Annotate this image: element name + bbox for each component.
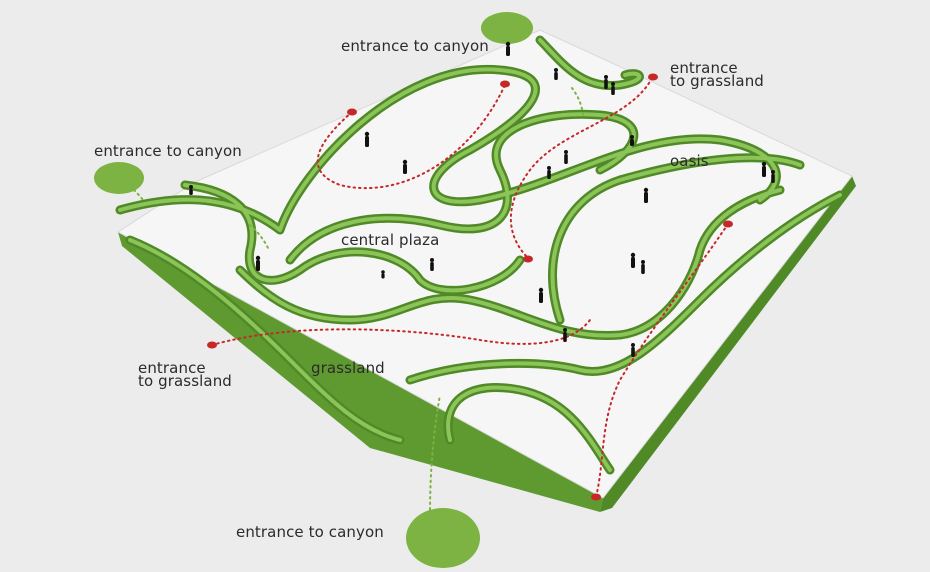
person-figure xyxy=(364,131,370,147)
green-path-2 xyxy=(249,224,269,249)
person-figure xyxy=(402,159,408,174)
person-figure xyxy=(641,260,645,274)
canyon-marker-left xyxy=(94,162,144,194)
red-marker-4 xyxy=(523,255,533,263)
person-figure xyxy=(630,135,634,146)
label-oasis: oasis xyxy=(670,152,709,170)
person-figure xyxy=(255,255,261,271)
person-figure xyxy=(761,161,767,177)
person-figure xyxy=(643,187,649,203)
person-figure xyxy=(554,68,558,80)
label-grassland: grassland xyxy=(311,359,385,377)
platform-base xyxy=(117,29,856,512)
person-figure xyxy=(771,170,775,183)
person-figure xyxy=(430,258,434,271)
person-figure xyxy=(611,82,615,95)
person-figure xyxy=(538,287,544,303)
label-entrance-canyon-left: entrance to canyon xyxy=(94,142,242,160)
person-figure xyxy=(564,150,568,164)
label-entrance-grassland-top: entrance to grassland xyxy=(670,59,764,90)
person-figure xyxy=(547,166,551,179)
red-marker-5 xyxy=(207,341,217,349)
wall-9-top xyxy=(128,238,402,442)
wall-5-top xyxy=(550,155,802,322)
canyon-marker-bottom xyxy=(406,508,480,568)
canyon-marker-top xyxy=(481,12,533,44)
wall-1-top xyxy=(118,67,779,232)
person-figure xyxy=(563,328,567,342)
person-figure xyxy=(505,41,511,56)
person-figure xyxy=(604,75,608,89)
person-figure xyxy=(381,270,385,279)
platform-side-left xyxy=(118,232,603,512)
red-path-1 xyxy=(316,84,506,190)
canyon-markers xyxy=(94,12,533,568)
wall-7-top xyxy=(408,193,842,382)
label-entrance-grassland-left: entrance to grassland xyxy=(138,359,232,390)
label-entrance-canyon-bottom: entrance to canyon xyxy=(236,523,384,541)
platform-side-right xyxy=(600,176,856,512)
wall-8-top xyxy=(446,385,612,472)
person-figure xyxy=(630,252,636,268)
person-figure xyxy=(189,185,193,195)
red-marker-1 xyxy=(347,108,357,116)
people-figures xyxy=(189,41,775,357)
red-marker-7 xyxy=(591,493,601,501)
wall-2-top xyxy=(183,183,522,293)
green-path-3 xyxy=(571,87,584,116)
red-path-4 xyxy=(595,223,729,498)
red-path-2 xyxy=(509,77,653,259)
red-path-3 xyxy=(211,319,591,346)
red-marker-2 xyxy=(500,80,510,88)
wall-3-top xyxy=(288,112,636,262)
label-entrance-canyon-top: entrance to canyon xyxy=(341,37,489,55)
red-marker-3 xyxy=(648,73,658,81)
wall-4-top xyxy=(538,38,642,88)
wall-6-top xyxy=(238,188,782,338)
red-marker-6 xyxy=(723,220,733,228)
red-markers xyxy=(207,73,733,501)
label-central-plaza: central plaza xyxy=(341,231,440,249)
person-figure xyxy=(631,343,635,357)
green-path-4 xyxy=(429,394,441,516)
green-walls xyxy=(115,35,845,475)
red-paths xyxy=(211,77,729,498)
